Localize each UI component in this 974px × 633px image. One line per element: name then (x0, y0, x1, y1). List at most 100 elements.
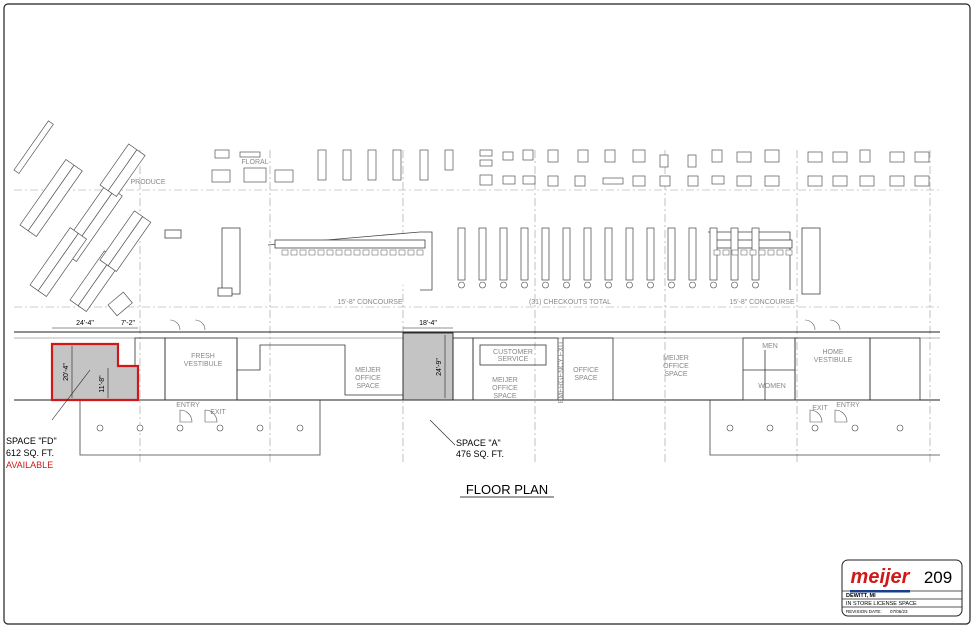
fd-width-dim: 24'-4" (76, 320, 94, 327)
revision-date: 07/06/23 (890, 609, 908, 614)
meijer-office-mid-2: OFFICE (492, 385, 518, 392)
checkout-stand (626, 281, 633, 289)
meijer-logo: meijer (851, 566, 911, 588)
register-fixture (326, 249, 334, 256)
meijer-office-left-3: SPACE (356, 383, 380, 390)
checkout-stand (584, 281, 591, 289)
drawing-title: FLOOR PLAN (466, 482, 548, 497)
revision-label: REVISION DATE: (846, 609, 882, 614)
space-fd-name: SPACE "FD" (6, 436, 57, 446)
column-grid (14, 150, 940, 465)
home-vestibule-label-1: HOME (823, 349, 844, 356)
meijer-office-mid-1: MEIJER (492, 377, 518, 384)
store-number: 209 (924, 568, 952, 587)
men-label: MEN (762, 343, 778, 350)
women-label: WOMEN (758, 383, 786, 390)
top-fixtures (211, 149, 930, 187)
checkout-lane (478, 227, 487, 281)
customer-service-label-1: CUSTOMER (493, 349, 533, 356)
meijer-office-right-1: MEIJER (663, 355, 689, 362)
entry-right-label: ENTRY (836, 402, 860, 409)
register-fixture (776, 249, 784, 256)
checkout-stand (668, 281, 675, 289)
emergency-exit-label: EMERGENCY EXIT (558, 340, 565, 403)
checkout-stand (647, 281, 654, 289)
register-fixture (290, 249, 298, 256)
produce-label: PRODUCE (130, 179, 165, 186)
a-height-dim: 24'-9" (436, 358, 443, 376)
checkout-lanes (281, 227, 793, 289)
checkout-stand (752, 281, 759, 289)
register-fixture (785, 249, 793, 256)
fd-height-dim: 20'-4" (63, 363, 70, 381)
home-vestibule-label-2: VESTIBULE (814, 357, 853, 364)
checkout-lane (688, 227, 697, 281)
space-a-area: 476 SQ. FT. (456, 449, 504, 459)
meijer-office-left-2: OFFICE (355, 375, 381, 382)
register-fixture (416, 249, 424, 256)
register-fixture (758, 249, 766, 256)
checkout-lane (541, 227, 550, 281)
a-width-dim: 18'-4" (419, 320, 437, 327)
fresh-vestibule-label-1: FRESH (191, 353, 215, 360)
checkout-lane (604, 227, 613, 281)
register-fixture (749, 249, 757, 256)
register-fixture (740, 249, 748, 256)
register-fixture (722, 249, 730, 256)
register-fixture (353, 249, 361, 256)
sidewalk-outline (79, 400, 940, 456)
checkout-lane (667, 227, 676, 281)
register-fixture (389, 249, 397, 256)
entry-left-label: ENTRY (176, 402, 200, 409)
checkout-stand (563, 281, 570, 289)
space-a-outline[interactable] (402, 332, 454, 401)
checkout-lane (583, 227, 592, 281)
concourse-left-label: 15'-8" CONCOURSE (337, 299, 403, 306)
fd-inner-dim: 11'-8" (99, 375, 106, 393)
checkout-lane (625, 227, 634, 281)
office-space-label-2: SPACE (574, 375, 598, 382)
office-space-label-1: OFFICE (573, 367, 599, 374)
space-fd-status: AVAILABLE (6, 460, 53, 470)
register-fixture (317, 249, 325, 256)
interior-partitions (134, 337, 921, 401)
exit-right-label: EXIT (812, 405, 828, 412)
register-fixture (281, 249, 289, 256)
floral-label: FLORAL (241, 159, 268, 166)
checkout-lane (562, 227, 571, 281)
concourse-right-label: 15'-8" CONCOURSE (729, 299, 795, 306)
doors (169, 319, 848, 423)
register-fixture (713, 249, 721, 256)
customer-service-label-2: SERVICE (498, 356, 529, 363)
dimension-lines (51, 327, 456, 446)
meijer-office-right-3: SPACE (664, 371, 688, 378)
checkout-fixtures (164, 227, 821, 297)
register-fixture (362, 249, 370, 256)
checkout-stand (458, 281, 465, 289)
checkout-stand (605, 281, 612, 289)
checkout-stand (521, 281, 528, 289)
register-fixture (344, 249, 352, 256)
space-fd-outline[interactable] (50, 342, 140, 402)
meijer-office-left-1: MEIJER (355, 367, 381, 374)
checkouts-label: (31) CHECKOUTS TOTAL (529, 299, 611, 306)
register-fixture (731, 249, 739, 256)
meijer-office-right-2: OFFICE (663, 363, 689, 370)
register-fixture (308, 249, 316, 256)
checkout-stand (542, 281, 549, 289)
register-fixture (371, 249, 379, 256)
checkout-stand (479, 281, 486, 289)
checkout-stand (689, 281, 696, 289)
checkout-stand (731, 281, 738, 289)
fresh-vestibule-label-2: VESTIBULE (184, 361, 223, 368)
exit-left-label: EXIT (210, 409, 226, 416)
register-fixture (407, 249, 415, 256)
checkout-stand (500, 281, 507, 289)
checkout-lane (499, 227, 508, 281)
register-fixture (335, 249, 343, 256)
checkout-lane (520, 227, 529, 281)
checkout-stand (710, 281, 717, 289)
checkout-lane (457, 227, 466, 281)
